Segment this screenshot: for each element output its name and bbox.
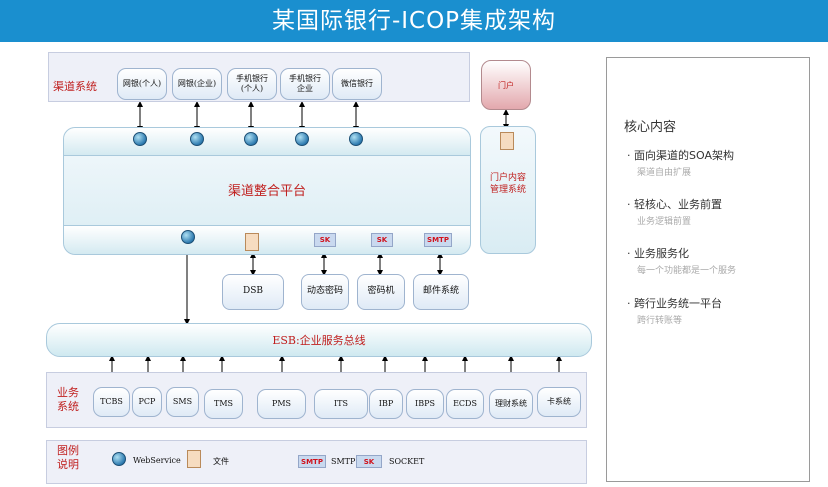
core-point: · 跨行业务统一平台 跨行转账等 — [627, 297, 722, 326]
esb-bus[interactable] — [46, 323, 592, 357]
core-point: · 轻核心、业务前置 业务逻辑前置 — [627, 198, 722, 227]
webservice-icon — [295, 132, 309, 146]
business-tms[interactable]: TMS — [204, 389, 243, 419]
business-tcbs[interactable]: TCBS — [93, 387, 130, 417]
legend-smtp: SMTP — [331, 457, 356, 466]
business-sms[interactable]: SMS — [166, 387, 199, 417]
legend-webservice: WebService — [133, 456, 181, 465]
webservice-icon — [349, 132, 363, 146]
business-card[interactable]: 卡系统 — [537, 387, 581, 417]
channel-wechat[interactable]: 微信银行 — [332, 68, 382, 100]
business-wealth[interactable]: 理财系统 — [489, 389, 533, 419]
channel-corporate-mobile[interactable]: 手机银行 企业 — [280, 68, 330, 100]
service-mail[interactable]: 邮件系统 — [413, 274, 469, 310]
business-ibps[interactable]: IBPS — [406, 389, 444, 419]
channel-label: 渠道系统 — [53, 80, 97, 93]
business-pcp[interactable]: PCP — [132, 387, 162, 417]
webservice-icon — [112, 452, 126, 466]
core-heading: 核心内容 — [624, 120, 677, 135]
webservice-icon — [133, 132, 147, 146]
webservice-icon — [181, 230, 195, 244]
platform-bottom-band — [64, 225, 470, 254]
webservice-icon — [244, 132, 258, 146]
portal-cms-label: 门户内容 管理系统 — [489, 173, 526, 196]
socket-icon: SK — [314, 233, 336, 247]
core-point: · 业务服务化 每一个功能都是一个服务 — [627, 247, 737, 276]
channel-personal-ebank[interactable]: 网银(个人) — [117, 68, 167, 100]
service-dsb[interactable]: DSB — [222, 274, 284, 310]
page-title: 某国际银行-ICOP集成架构 — [0, 0, 828, 42]
channel-corporate-ebank[interactable]: 网银(企业) — [172, 68, 222, 100]
file-icon — [500, 132, 514, 150]
business-label: 业务 系统 — [57, 386, 79, 414]
channel-personal-mobile[interactable]: 手机银行 (个人) — [227, 68, 277, 100]
core-point: · 面向渠道的SOA架构 渠道自由扩展 — [627, 149, 734, 178]
service-otp[interactable]: 动态密码 — [301, 274, 349, 310]
smtp-icon: SMTP — [424, 233, 452, 247]
business-pms[interactable]: PMS — [257, 389, 306, 419]
legend-socket: SOCKET — [389, 457, 425, 466]
file-icon — [245, 233, 259, 251]
legend-label: 图例 说明 — [57, 444, 79, 472]
service-hsm[interactable]: 密码机 — [357, 274, 405, 310]
platform-label: 渠道整合平台 — [227, 184, 306, 199]
esb-label: ESB:企业服务总线 — [272, 334, 366, 347]
smtp-icon: SMTP — [298, 455, 326, 468]
business-ecds[interactable]: ECDS — [446, 389, 484, 419]
platform-top-band — [64, 128, 470, 156]
business-its[interactable]: ITS — [314, 389, 368, 419]
legend-file: 文件 — [213, 457, 229, 466]
socket-icon: SK — [356, 455, 382, 468]
core-content-panel — [606, 57, 810, 482]
socket-icon: SK — [371, 233, 393, 247]
portal-box[interactable]: 门户 — [481, 60, 531, 110]
webservice-icon — [190, 132, 204, 146]
business-ibp[interactable]: IBP — [369, 389, 403, 419]
file-icon — [187, 450, 201, 468]
